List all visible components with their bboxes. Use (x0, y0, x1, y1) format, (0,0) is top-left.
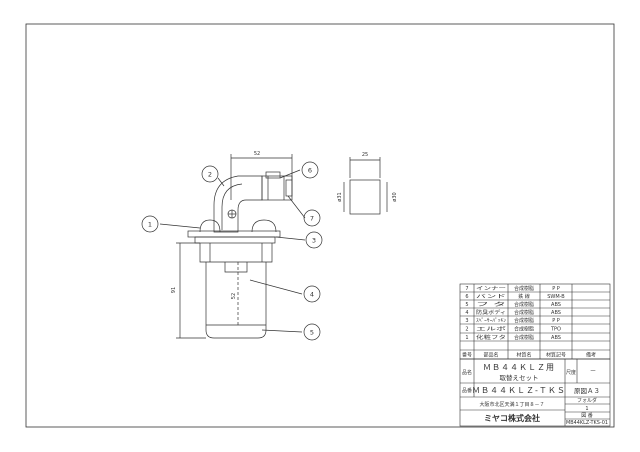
parts-header-symbol: 材質記号 (546, 352, 566, 359)
parts-cell-symbol: ABS (551, 310, 561, 316)
callout-4: 4 (310, 291, 314, 299)
product-name-line1: ＭＢ４４ＫＬＺ用 (483, 363, 555, 372)
drawing-no: MB44KLZ-TKS-01 (566, 420, 608, 426)
dim-plug-dia-right: ø30 (392, 192, 398, 201)
parts-cell-material: 合成樹脂 (514, 326, 534, 333)
parts-cell-no: 5 (465, 302, 468, 308)
parts-cell-material: 合成樹脂 (514, 309, 534, 316)
product-name-line2: 取替えセット (500, 373, 539, 382)
sheet-size: 原図Ａ３ (574, 387, 600, 395)
label-scale: 尺 度 (566, 369, 576, 376)
parts-header-name: 部品名 (483, 352, 498, 359)
parts-cell-no: 6 (465, 294, 468, 300)
parts-cell-name: インナー (476, 286, 506, 292)
parts-cell-no: 2 (465, 327, 468, 333)
parts-cell-name: ｽﾍﾟｰｻｰﾊﾟｯｷﾝ (476, 317, 507, 324)
label-product-code: 品 番 (462, 387, 472, 394)
dim-width-top: 52 (254, 151, 260, 157)
sheet-border (25, 23, 615, 428)
parts-cell-material: 鉄 線 (518, 293, 530, 300)
inner-plug-drawing (343, 157, 388, 215)
title-block: 品 名 ＭＢ４４ＫＬＺ用 取替えセット 尺 度 － 品 番 ＭＢ４４ＫＬＺ-ＴＫ… (459, 358, 611, 427)
callout-3: 3 (312, 237, 316, 245)
callout-numbers: 1 2 3 4 5 6 7 (148, 167, 316, 337)
parts-cell-symbol: SWM-B (547, 294, 565, 300)
parts-cell-no: 3 (465, 318, 468, 324)
label-product-name: 品 名 (462, 369, 472, 376)
dim-plug-dia-left: ø31 (337, 192, 343, 201)
label-drawing-no: 図 番 (581, 412, 593, 419)
scale-value: － (590, 367, 597, 375)
parts-cell-name: フ タ (476, 301, 506, 308)
parts-header-no: 番号 (462, 352, 472, 359)
company-name: ミヤコ株式会社 (484, 413, 540, 423)
parts-cell-no: 7 (465, 286, 468, 292)
parts-cell-name: 防臭ボディ (476, 309, 506, 316)
parts-cell-no: 4 (465, 310, 468, 316)
parts-cell-material: 合成樹脂 (514, 285, 534, 292)
callout-5: 5 (310, 329, 314, 337)
callout-2: 2 (208, 171, 212, 179)
parts-cell-symbol: P P (552, 318, 560, 324)
address: 大阪市北区天満１丁目８－７ (479, 401, 544, 408)
parts-cell-name: エルボ (476, 326, 506, 333)
dim-inner-height: 52 (231, 293, 237, 299)
parts-cell-name: 化粧フタ (476, 334, 506, 341)
parts-cell-material: 合成樹脂 (514, 317, 534, 324)
parts-cell-no: 1 (465, 335, 468, 341)
callout-6: 6 (308, 167, 312, 175)
parts-cell-material: 合成樹脂 (514, 334, 534, 341)
product-code: ＭＢ４４ＫＬＺ-ＴＫＳ (472, 386, 566, 395)
parts-cell-symbol: P P (552, 286, 560, 292)
parts-header-note: 備考 (586, 352, 596, 359)
parts-cell-name: バンド (476, 294, 506, 300)
callout-7: 7 (310, 215, 314, 223)
label-folder: フォルダ (577, 397, 597, 404)
dim-plug-width: 25 (362, 152, 368, 158)
callout-1: 1 (148, 221, 152, 229)
parts-cell-symbol: ABS (551, 335, 561, 341)
folder-no: 1 (585, 406, 588, 412)
parts-cell-symbol: TPO (550, 327, 561, 333)
parts-header-material: 材質名 (516, 352, 531, 359)
dim-total-height: 91 (171, 287, 177, 293)
parts-cell-symbol: ABS (551, 302, 561, 308)
parts-cell-material: 合成樹脂 (514, 301, 534, 308)
assembly-drawing (141, 154, 323, 341)
